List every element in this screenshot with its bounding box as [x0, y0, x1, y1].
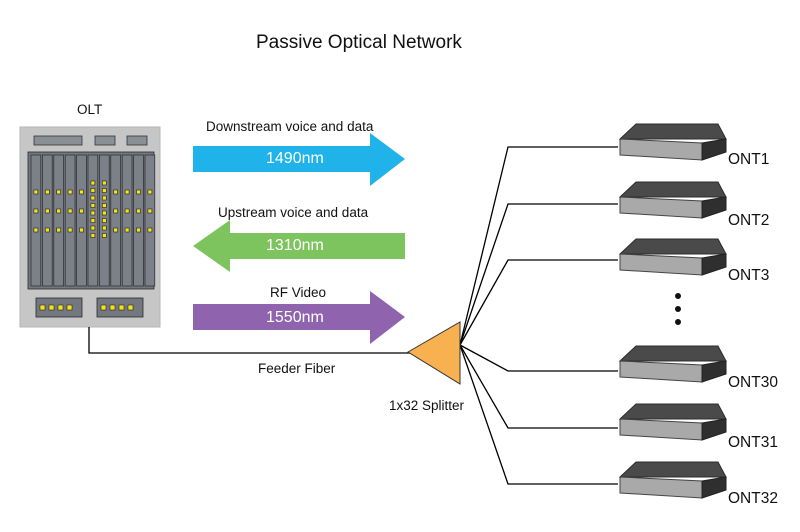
status-led [90, 203, 96, 208]
ont-device [618, 461, 727, 499]
status-led [102, 210, 107, 216]
splitter-triangle [407, 321, 461, 385]
port-led [118, 304, 125, 311]
downstream-description: Downstream voice and data [206, 119, 374, 134]
ont-label: ONT3 [728, 267, 770, 284]
ont-device [618, 403, 727, 441]
status-led [124, 227, 130, 233]
status-led [44, 208, 50, 214]
ellipsis-dots [675, 293, 681, 325]
upstream-wavelength: 1310nm [266, 237, 324, 254]
upstream-arrow [193, 220, 405, 272]
status-led [33, 227, 39, 233]
ont-device [618, 123, 727, 161]
status-led [102, 225, 107, 231]
status-led [102, 218, 107, 223]
status-led [136, 189, 141, 195]
splitter-label: 1x32 Splitter [389, 398, 465, 413]
ont-label: ONT2 [728, 212, 770, 229]
port-led [39, 304, 46, 311]
status-led [147, 227, 153, 233]
ont-label: ONT32 [728, 490, 778, 507]
status-led [102, 203, 107, 208]
status-led [56, 227, 62, 233]
olt-label: OLT [77, 102, 103, 117]
port-led [66, 304, 73, 311]
status-led [136, 227, 141, 233]
status-led [56, 189, 62, 195]
status-led [90, 195, 96, 201]
downstream-arrow [193, 133, 405, 186]
ont-label: ONT30 [728, 374, 778, 391]
status-led [136, 208, 141, 214]
port-led [57, 304, 64, 311]
status-led [79, 189, 84, 195]
upstream-description: Upstream voice and data [218, 205, 369, 220]
status-led [147, 189, 153, 195]
status-led [33, 189, 39, 195]
status-led [124, 208, 130, 214]
ont-device [618, 238, 727, 276]
status-led [79, 208, 84, 214]
downstream-wavelength: 1490nm [266, 150, 324, 167]
status-led [90, 188, 96, 193]
rf-video-arrow [193, 291, 405, 344]
status-led [102, 195, 107, 201]
status-led [44, 189, 50, 195]
ont-label: ONT1 [728, 151, 770, 168]
ont-device [618, 345, 727, 383]
port-led [100, 304, 107, 311]
port-led [109, 304, 116, 311]
feeder-fiber-line [88, 327, 410, 354]
status-led [90, 210, 96, 216]
diagram-title: Passive Optical Network [256, 32, 462, 53]
status-led [44, 227, 50, 233]
ont-device [618, 181, 727, 219]
status-led [56, 208, 62, 214]
status-led [67, 189, 73, 195]
status-led [147, 208, 153, 214]
ont-label: ONT31 [728, 434, 778, 451]
status-led [113, 227, 118, 233]
feeder-fiber-label: Feeder Fiber [258, 361, 336, 376]
drop-fibers [459, 146, 618, 485]
port-led [48, 304, 55, 311]
rf-video-description: RF Video [270, 285, 327, 300]
status-led [124, 189, 130, 195]
status-led [102, 180, 107, 186]
status-led [90, 225, 96, 231]
status-led [113, 189, 118, 195]
status-led [113, 208, 118, 214]
status-led [67, 208, 73, 214]
status-led [102, 188, 107, 193]
status-led [102, 233, 107, 238]
status-led [90, 233, 96, 238]
olt-chassis [19, 126, 161, 328]
status-led [67, 227, 73, 233]
status-led [90, 180, 96, 186]
status-led [79, 227, 84, 233]
status-led [90, 218, 96, 223]
port-led [127, 304, 134, 311]
status-led [33, 208, 39, 214]
rf-video-wavelength: 1550nm [266, 309, 324, 326]
